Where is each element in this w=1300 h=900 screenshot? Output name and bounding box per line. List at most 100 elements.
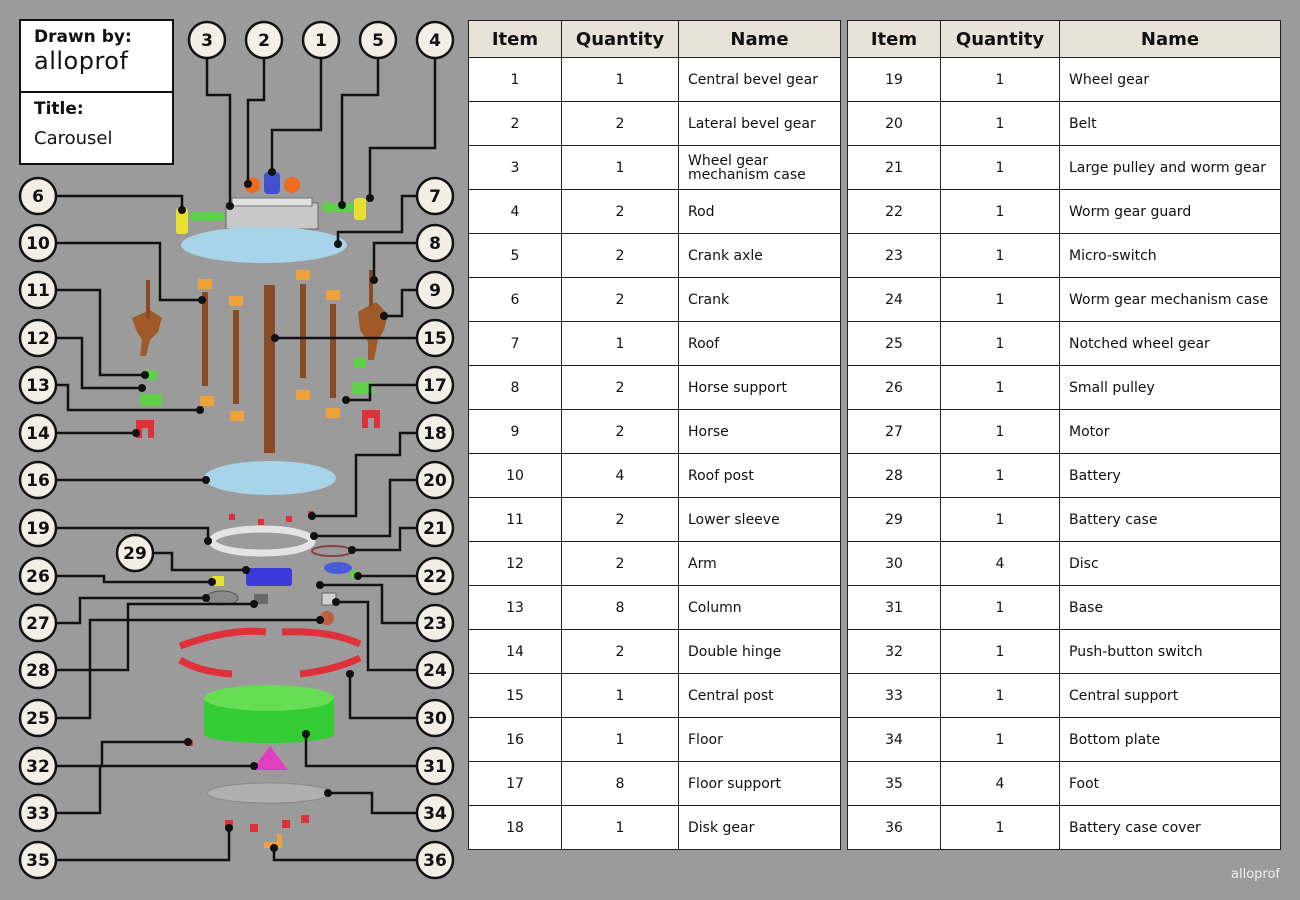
- callout-11: 11: [18, 270, 58, 310]
- battery: [254, 594, 268, 604]
- cell-quantity: 1: [940, 673, 1060, 718]
- header-quantity: Quantity: [561, 20, 679, 58]
- cell-item: 16: [468, 717, 562, 762]
- leader-dot-13: [196, 406, 204, 414]
- leader-dot-33: [250, 762, 258, 770]
- callout-10: 10: [18, 223, 58, 263]
- leader-dot-5: [338, 201, 346, 209]
- leader-dot-3: [226, 202, 234, 210]
- callout-2: 2: [244, 20, 284, 60]
- central-support: [252, 746, 288, 770]
- crank-left: [176, 208, 188, 234]
- crank-axle-right: [322, 203, 354, 212]
- leader-dot-10: [198, 296, 206, 304]
- leader-line-11: [57, 288, 145, 377]
- callout-number: 11: [26, 281, 50, 301]
- leader-line-28: [57, 602, 254, 672]
- header-item: Item: [468, 20, 562, 58]
- leader-line-27: [57, 596, 206, 625]
- leader-dot-18: [308, 512, 316, 520]
- callout-circle: [358, 20, 398, 60]
- callout-31: 31: [415, 746, 455, 786]
- callout-circle: [18, 176, 58, 216]
- lateral-bevel-gear-right: [284, 177, 300, 193]
- horse-left: [132, 310, 162, 356]
- large-pulley: [324, 562, 352, 574]
- leader-dot-36: [270, 844, 278, 852]
- cell-name: Disk gear: [678, 805, 841, 850]
- cell-quantity: 1: [940, 629, 1060, 674]
- callout-circle: [301, 20, 341, 60]
- leader-lines: [57, 59, 437, 862]
- callout-number: 12: [26, 329, 50, 349]
- callout-33: 33: [18, 793, 58, 833]
- cell-item: 30: [847, 541, 941, 586]
- callout-circle: [18, 840, 58, 880]
- drawn-by-value: alloprof: [34, 47, 129, 75]
- leader-line-23: [320, 583, 416, 625]
- sleeve: [198, 279, 212, 289]
- cell-name: Central post: [678, 673, 841, 718]
- leader-dot-19: [204, 537, 212, 545]
- cell-item: 18: [468, 805, 562, 850]
- leader-line-29: [154, 551, 246, 572]
- leader-line-20: [314, 478, 416, 538]
- cell-quantity: 2: [561, 629, 679, 674]
- cell-name: Central bevel gear: [678, 57, 841, 102]
- callout-number: 22: [423, 567, 447, 587]
- title-block: Drawn by: alloprof Title: Carousel: [19, 19, 174, 165]
- disc-arc: [178, 627, 267, 650]
- callout-number: 20: [423, 471, 447, 491]
- cell-item: 24: [847, 277, 941, 322]
- cell-quantity: 8: [561, 761, 679, 806]
- floor: [204, 461, 336, 495]
- cell-quantity: 1: [940, 321, 1060, 366]
- callout-circle: [415, 460, 455, 500]
- callout-circle: [415, 176, 455, 216]
- cell-quantity: 1: [940, 57, 1060, 102]
- leader-line-32: [57, 740, 188, 768]
- callout-number: 10: [26, 234, 50, 254]
- callout-36: 36: [415, 840, 455, 880]
- cell-item: 3: [468, 145, 562, 190]
- leader-line-10: [57, 241, 202, 302]
- cell-quantity: 1: [940, 189, 1060, 234]
- callout-number: 6: [32, 187, 44, 207]
- callout-number: 27: [26, 614, 50, 634]
- cell-quantity: 8: [561, 585, 679, 630]
- cell-item: 25: [847, 321, 941, 366]
- cell-item: 29: [847, 497, 941, 542]
- callout-circle: [415, 270, 455, 310]
- cell-item: 23: [847, 233, 941, 278]
- callout-6: 6: [18, 176, 58, 216]
- sleeve: [200, 396, 214, 406]
- leader-dot-23: [316, 581, 324, 589]
- callout-circle: [415, 508, 455, 548]
- cell-item: 28: [847, 453, 941, 498]
- callout-circle: [18, 413, 58, 453]
- cell-item: 1: [468, 57, 562, 102]
- callout-28: 28: [18, 650, 58, 690]
- double-hinge-right: [362, 410, 380, 428]
- callout-number: 13: [26, 376, 50, 396]
- disc-arc: [178, 656, 233, 678]
- callout-number: 9: [429, 281, 441, 301]
- horse-right: [358, 302, 388, 360]
- leader-line-13: [57, 383, 200, 412]
- title-section: Title: Carousel: [21, 93, 172, 155]
- callout-circle: [415, 650, 455, 690]
- cell-name: Horse support: [678, 365, 841, 410]
- cell-item: 27: [847, 409, 941, 454]
- callout-17: 17: [415, 365, 455, 405]
- leader-dot-32: [184, 738, 192, 746]
- base-bottom: [204, 725, 334, 743]
